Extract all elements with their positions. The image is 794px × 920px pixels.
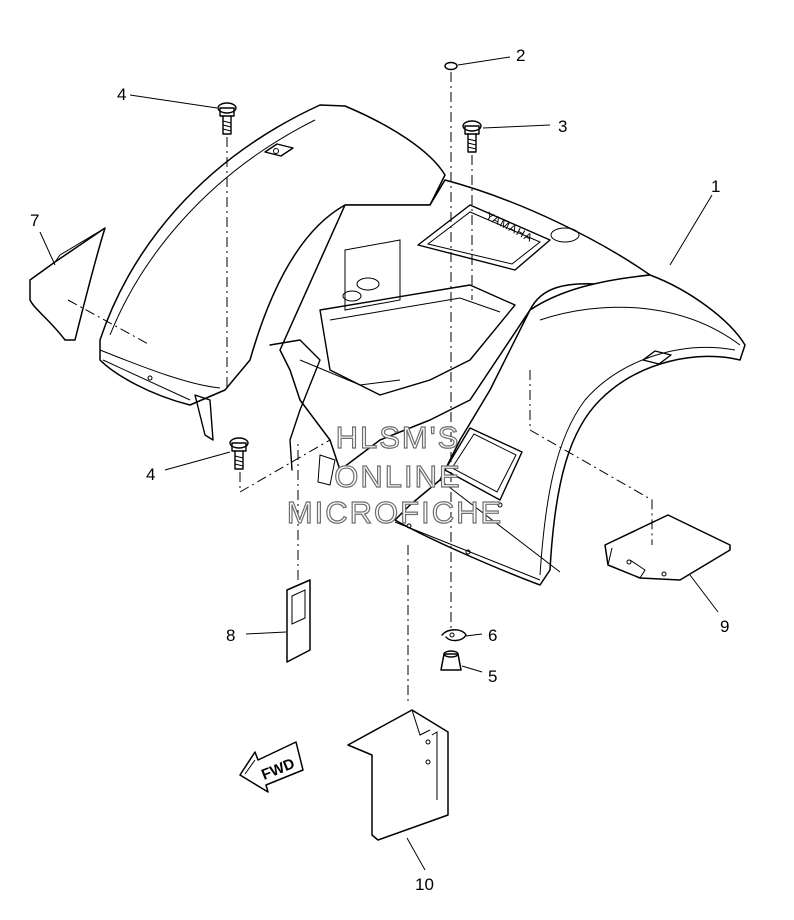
callout-10: 10 [415,875,434,894]
watermark-line-2: ONLINE [334,459,461,494]
fwd-direction-arrow: FWD [239,741,304,793]
callout-4-lower: 4 [146,465,155,484]
callout-9: 9 [720,617,729,636]
callout-6: 6 [488,626,497,645]
callout-5: 5 [488,667,497,686]
part-3-bolt [462,120,551,300]
callout-3: 3 [558,117,567,136]
part-7-side-flap [29,227,151,346]
part-9-panel [529,370,731,613]
part-8-pad [245,440,311,663]
part-2-cap [444,56,511,630]
part-4-upper-bolt [129,94,237,390]
callout-2: 2 [516,46,525,65]
part-10-panel [347,545,449,871]
watermark: HLSM'S ONLINE MICROFICHE [286,419,503,530]
callout-7: 7 [30,211,39,230]
part-5-nut [440,650,483,673]
callout-4-upper: 4 [117,85,126,104]
watermark-line-3: MICROFICHE [287,495,503,530]
callout-8: 8 [226,626,235,645]
callout-1: 1 [711,177,720,196]
part-6-clip [441,629,483,642]
leader-line-1 [669,194,713,266]
rear-fender-body: YAMAHA [99,104,746,586]
part-4-lower-bolt [164,437,331,493]
watermark-line-1: HLSM'S [336,420,461,455]
